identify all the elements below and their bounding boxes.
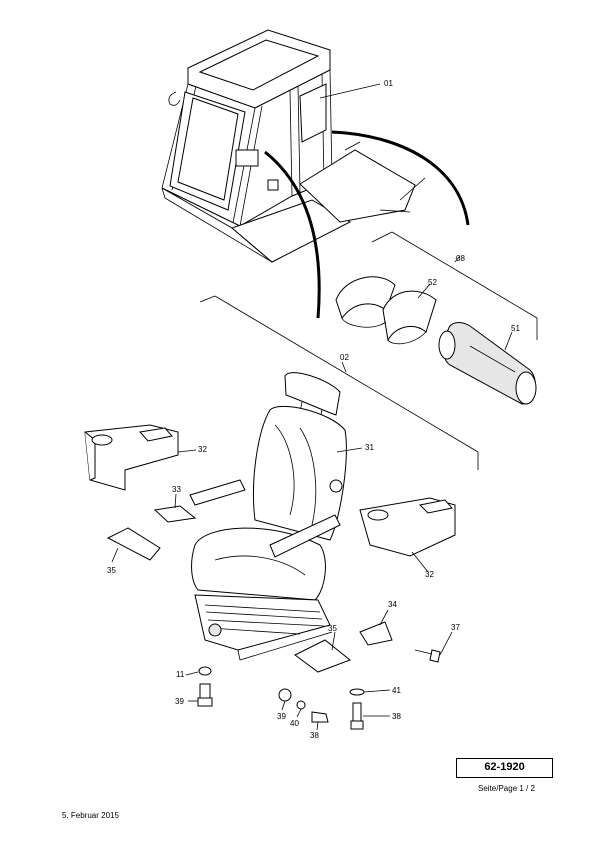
callout-02: 02	[340, 353, 349, 362]
callout-38b: 38	[392, 712, 401, 721]
driver-seat-31: 31	[189, 372, 374, 661]
seat-cover-52	[335, 276, 396, 320]
callout-39b: 39	[277, 712, 286, 721]
bolt-38-right	[350, 702, 364, 730]
bracket-35-left	[106, 527, 161, 561]
callout-34: 34	[388, 600, 397, 609]
hose-arc-large	[331, 130, 470, 226]
callout-33: 33	[172, 485, 181, 494]
washer-40	[296, 700, 306, 710]
nut-39-center	[278, 688, 292, 702]
callout-35b: 35	[328, 624, 337, 633]
armrest-left-32: 32	[84, 424, 207, 491]
callout-01: 01	[384, 79, 393, 88]
callout-08: 08	[456, 254, 465, 263]
callout-37: 37	[451, 623, 460, 632]
cab-frame	[161, 29, 426, 263]
callout-41: 41	[392, 686, 401, 695]
callout-32a: 32	[198, 445, 207, 454]
callout-35a: 35	[107, 566, 116, 575]
bolt-37: 37	[414, 623, 460, 663]
callout-40: 40	[290, 719, 299, 728]
callout-32b: 32	[425, 570, 434, 579]
bolt-38-center	[311, 711, 329, 731]
kit-08-group: 08 52 51	[335, 231, 538, 405]
document-number: 62-1920	[456, 758, 553, 778]
callout-39a: 39	[175, 697, 184, 706]
callout-52: 52	[428, 278, 437, 287]
callout-38a: 38	[310, 731, 319, 740]
document-date: 5. Februar 2015	[62, 811, 119, 820]
washer-41	[349, 688, 365, 696]
hose-arc-small	[264, 150, 321, 319]
bracket-34	[359, 621, 393, 646]
washer-11	[198, 666, 212, 676]
bracket-35-right	[294, 639, 351, 673]
bracket-33	[153, 505, 197, 523]
callout-31: 31	[365, 443, 374, 452]
callout-11: 11	[176, 670, 185, 679]
callout-51: 51	[511, 324, 520, 333]
armrest-right-32: 32	[359, 497, 456, 579]
page-indicator: Seite/Page 1 / 2	[478, 784, 535, 793]
bolt-39-left	[197, 683, 213, 707]
